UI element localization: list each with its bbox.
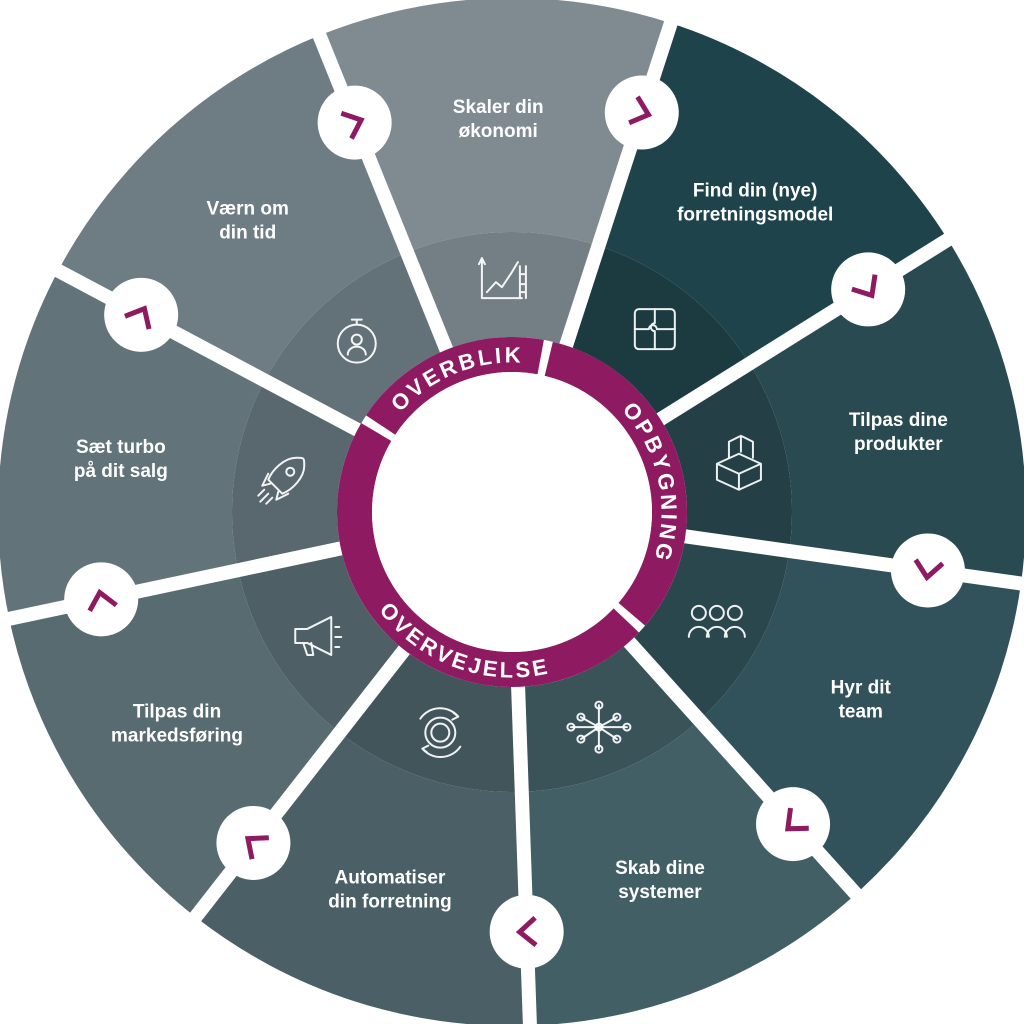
segment-label-line1: Tilpas dine bbox=[849, 410, 948, 431]
arrow-circle bbox=[489, 894, 564, 969]
segment-label-5: Skab dine systemer bbox=[615, 858, 705, 903]
phase-arc-3 bbox=[337, 423, 639, 687]
segment-label-line2: på dit salg bbox=[74, 461, 168, 482]
chevron-right-icon bbox=[340, 110, 365, 140]
network-icon bbox=[566, 700, 632, 754]
segment-inner-3 bbox=[660, 363, 792, 551]
icons-layer bbox=[257, 257, 762, 759]
boxes-icon bbox=[715, 434, 762, 491]
segment-label-line2: produkter bbox=[854, 434, 943, 455]
chevron-right-icon bbox=[244, 835, 269, 860]
segment-label-line1: Find din (nye) bbox=[693, 181, 818, 202]
segment-inner-7 bbox=[238, 548, 405, 733]
arrow-node-7 bbox=[216, 805, 291, 880]
phase-arc-2 bbox=[544, 341, 687, 626]
arrows-layer bbox=[64, 75, 965, 969]
segment-label-line1: Tilpas din bbox=[133, 701, 221, 722]
arrow-node-3 bbox=[831, 252, 906, 327]
segment-label-line1: Hyr dit bbox=[831, 677, 892, 698]
arrow-circle bbox=[604, 75, 679, 150]
segment-outer-5 bbox=[521, 720, 856, 1024]
segment-label-2: Find din (nye) forretningsmodel bbox=[677, 181, 833, 226]
chevron-right-icon bbox=[124, 305, 152, 330]
segment-divider-3 bbox=[655, 228, 961, 427]
segment-inner-1 bbox=[407, 232, 599, 350]
segment-label-line2: din tid bbox=[219, 222, 276, 243]
rocket-icon bbox=[257, 456, 306, 505]
segment-divider-5 bbox=[622, 635, 868, 907]
arrow-circle bbox=[104, 277, 179, 352]
chevron-right-icon bbox=[87, 588, 118, 613]
center-circle bbox=[372, 372, 652, 652]
arrow-node-6 bbox=[489, 894, 564, 969]
dividers-layer bbox=[0, 11, 1024, 1024]
segment-label-7: Tilpas din markedsføring bbox=[111, 701, 243, 746]
chevron-right-icon bbox=[851, 274, 878, 299]
arrow-node-5 bbox=[756, 787, 831, 862]
arrow-circle bbox=[216, 805, 291, 880]
segment-outer-6 bbox=[195, 732, 530, 1024]
segment-divider-1 bbox=[309, 23, 454, 355]
arrow-circle bbox=[831, 252, 906, 327]
segment-label-line1: Automatiser bbox=[335, 868, 446, 889]
arrow-node-9 bbox=[104, 277, 179, 352]
segment-label-4: Hyr dit team bbox=[831, 677, 892, 722]
arrow-node-1 bbox=[317, 85, 392, 160]
arrow-circle bbox=[890, 533, 965, 608]
segment-label-line2: din forretning bbox=[328, 892, 451, 913]
phase-arc-1 bbox=[366, 336, 544, 435]
megaphone-icon bbox=[294, 615, 343, 656]
arrow-circle bbox=[64, 562, 139, 637]
segment-label-line1: Skaler din bbox=[453, 97, 544, 118]
segment-label-line2: forretningsmodel bbox=[677, 205, 833, 226]
puzzle-icon bbox=[633, 308, 676, 351]
chevron-right-icon bbox=[913, 558, 945, 582]
segment-divider-7 bbox=[183, 644, 412, 930]
segment-divider-9 bbox=[46, 259, 363, 437]
growth-chart-icon bbox=[477, 257, 527, 300]
chevron-right-icon bbox=[784, 807, 809, 832]
stopwatch-icon bbox=[336, 318, 377, 364]
segment-label-line2: markedsføring bbox=[111, 725, 243, 746]
segment-label-line2: økonomi bbox=[459, 121, 538, 142]
segment-inner-8 bbox=[231, 380, 358, 571]
segment-label-line1: Sæt turbo bbox=[76, 437, 166, 458]
segment-outer-1 bbox=[319, 0, 671, 253]
arrow-node-2 bbox=[604, 75, 679, 150]
segment-label-3: Tilpas dine produkter bbox=[849, 410, 948, 455]
segment-label-line1: Værn om bbox=[207, 198, 289, 219]
segment-label-line1: Skab dine bbox=[615, 858, 705, 879]
arrow-circle bbox=[756, 787, 831, 862]
segment-divider-8 bbox=[0, 541, 345, 628]
segment-label-line2: systemer bbox=[618, 882, 702, 903]
segment-label-1: Skaler din økonomi bbox=[453, 97, 544, 142]
segment-inner-9 bbox=[264, 252, 447, 430]
chevron-right-icon bbox=[628, 95, 653, 126]
segment-divider-2 bbox=[558, 11, 681, 350]
gear-cycle-icon bbox=[419, 707, 462, 759]
arrow-circle bbox=[317, 85, 392, 160]
segment-divider-6 bbox=[511, 684, 537, 1024]
chevron-right-icon bbox=[515, 915, 538, 948]
segment-inner-4 bbox=[629, 536, 790, 721]
segment-outer-8 bbox=[0, 270, 265, 619]
segment-label-6: Automatiser din forretning bbox=[328, 868, 451, 913]
team-icon bbox=[687, 604, 746, 638]
segment-divider-4 bbox=[682, 529, 1024, 592]
segment-label-9: Værn om din tid bbox=[207, 198, 289, 243]
arrow-node-8 bbox=[64, 562, 139, 637]
segment-label-8: Sæt turbo på dit salg bbox=[74, 437, 168, 482]
segment-inner-2 bbox=[566, 245, 750, 420]
segment-label-line2: team bbox=[839, 701, 883, 722]
arrow-node-4 bbox=[890, 533, 965, 608]
